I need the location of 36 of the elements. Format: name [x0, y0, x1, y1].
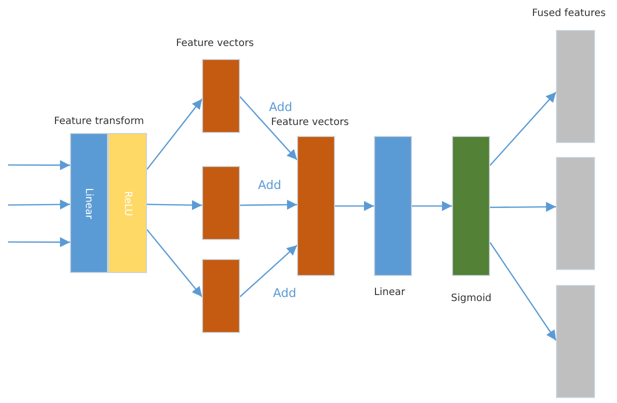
- layer-block: [108, 133, 147, 273]
- block-caption: Linear: [374, 287, 406, 298]
- arrow: [147, 200, 202, 210]
- edge-label: Add: [268, 100, 294, 114]
- arrow: [8, 237, 70, 248]
- arrow: [490, 92, 556, 166]
- edge-label: Add: [257, 178, 282, 192]
- block-caption: Sigmoid: [451, 293, 492, 304]
- arrow: [146, 98, 203, 170]
- feature-block: [556, 157, 595, 270]
- arrow: [240, 200, 297, 210]
- block-caption: Feature vectors: [176, 38, 254, 49]
- arrow: [412, 201, 452, 211]
- feature-block: [202, 166, 240, 240]
- feature-block: [202, 259, 240, 333]
- arrow: [8, 200, 70, 210]
- arrow: [490, 202, 556, 212]
- block-caption: Fused features: [532, 8, 606, 19]
- arrow: [335, 201, 374, 211]
- arrow: [240, 244, 298, 298]
- arrow: [146, 229, 202, 298]
- edge-label: Add: [272, 286, 298, 300]
- feature-block: [297, 136, 335, 276]
- feature-block: [374, 136, 412, 276]
- group-heading: Feature transform: [54, 116, 144, 127]
- layer-block: [70, 133, 108, 273]
- arrow: [8, 160, 70, 170]
- layer-label: Linear: [84, 187, 94, 219]
- feature-block: [556, 30, 595, 143]
- layer-label: ReLU: [122, 190, 133, 216]
- arrow: [240, 96, 298, 160]
- arrow: [489, 242, 557, 341]
- block-caption: Feature vectors: [271, 117, 349, 128]
- feature-block: [556, 285, 595, 398]
- feature-block: [202, 59, 240, 133]
- feature-block: [452, 136, 490, 276]
